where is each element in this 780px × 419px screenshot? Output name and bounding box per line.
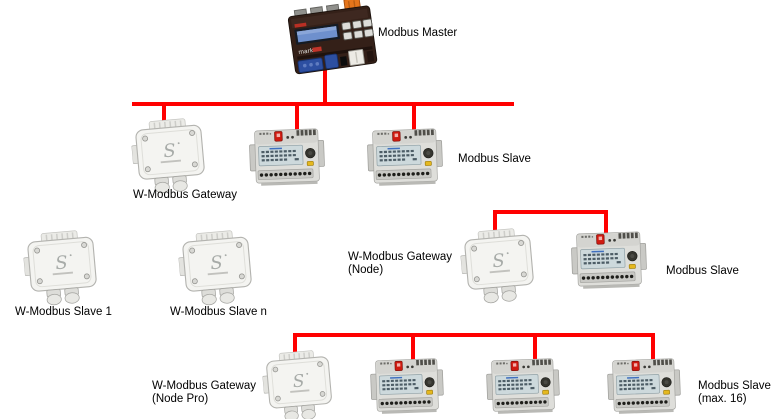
wireless-sensor-icon	[174, 226, 260, 311]
bus-drop-master	[323, 62, 327, 106]
wireless-sensor-icon	[256, 346, 342, 419]
bus-drop-slave-2	[412, 106, 416, 136]
din-meter-icon	[248, 122, 326, 191]
din-meter-icon	[485, 352, 561, 419]
label-line-2: (Node Pro)	[152, 392, 209, 405]
modbus-master-device	[283, 2, 381, 76]
label-w-modbus-slave-1: W-Modbus Slave 1	[15, 306, 112, 318]
nodepro-modbus-slave-device-1	[370, 353, 444, 417]
w-modbus-gateway-node-device	[459, 227, 539, 305]
label-node-modbus-slave: Modbus Slave	[666, 265, 739, 277]
wireless-sensor-icon	[456, 224, 542, 309]
plc-controller-icon	[278, 0, 385, 82]
label-line-1: W-Modbus Gateway	[348, 251, 452, 263]
label-modbus-slave-max16: Modbus Slave (max. 16)	[698, 380, 771, 405]
nodepro-drop-gateway	[293, 337, 297, 362]
nodepro-modbus-slave-device-2	[486, 353, 560, 417]
label-w-modbus-gateway: W-Modbus Gateway	[133, 189, 237, 201]
w-modbus-gateway-nodepro-device	[259, 349, 339, 419]
din-meter-icon	[366, 122, 444, 191]
w-modbus-gateway-device	[130, 117, 210, 195]
w-modbus-slave-n-device	[177, 229, 257, 307]
nodepro-drop-slave-2	[533, 337, 537, 365]
label-line-2: (Node)	[348, 263, 384, 276]
wireless-sensor-icon	[19, 226, 105, 311]
bus-drop-gateway	[162, 106, 166, 132]
bus-line-main	[132, 102, 514, 106]
modbus-slave-device-1	[249, 123, 325, 189]
din-meter-icon	[369, 352, 445, 419]
din-meter-icon	[606, 352, 682, 419]
label-line-2: (max. 16)	[698, 392, 747, 405]
din-meter-icon	[570, 225, 648, 294]
label-w-modbus-slave-n: W-Modbus Slave n	[170, 306, 267, 318]
modbus-slave-device-2	[367, 123, 443, 189]
node-modbus-slave-device	[571, 226, 647, 292]
label-line-1: W-Modbus Gateway	[152, 380, 256, 392]
nodepro-drop-slave-1	[411, 337, 415, 365]
w-modbus-slave-1-device	[22, 229, 102, 307]
label-w-modbus-gateway-node: W-Modbus Gateway (Node)	[348, 251, 452, 276]
node-branch-line	[493, 210, 608, 214]
label-modbus-master: Modbus Master	[378, 27, 458, 39]
nodepro-modbus-slave-device-3	[607, 353, 681, 417]
nodepro-branch-line	[293, 333, 655, 337]
node-branch-drop-gateway	[493, 214, 497, 240]
label-line-1: Modbus Slave	[698, 380, 771, 392]
label-modbus-slave-row2: Modbus Slave	[458, 153, 531, 165]
node-branch-drop-slave	[604, 214, 608, 240]
wireless-sensor-icon	[127, 114, 213, 199]
label-w-modbus-gateway-nodepro: W-Modbus Gateway (Node Pro)	[152, 380, 256, 405]
nodepro-drop-slave-3	[651, 337, 655, 365]
bus-drop-slave-1	[295, 106, 299, 136]
